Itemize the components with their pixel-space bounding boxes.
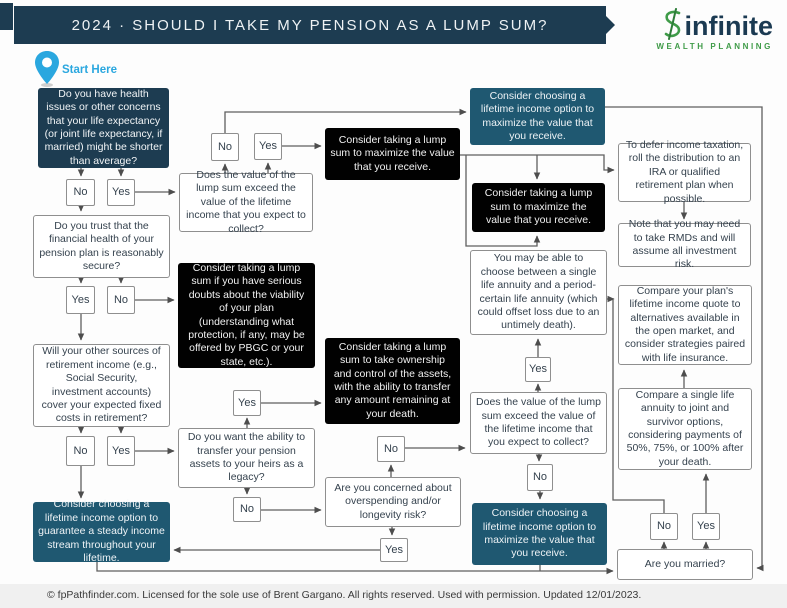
question-married: Are you married? [617,549,753,580]
question-overspending: Are you concerned about overspending and… [325,477,461,527]
question-legacy: Do you want the ability to transfer your… [178,428,315,488]
question-health-issues: Do you have health issues or other conce… [38,88,169,168]
answer-no: No [377,436,405,462]
answer-yes: Yes [525,357,551,382]
advice-serious-doubts: Consider taking a lump sum if you have s… [178,262,315,368]
logo: infinite WEALTH PLANNING [656,8,773,51]
answer-no: No [650,513,678,540]
infinite-dollar-icon [664,8,680,40]
advice-maximize-lump-sum-2: Consider taking a lump sum to maximize t… [472,183,605,232]
answer-yes: Yes [107,179,135,206]
advice-maximize-income-top: Consider choosing a lifetime income opti… [470,88,605,145]
answer-yes: Yes [107,436,135,466]
answer-no: No [66,179,95,206]
header-corner-square [0,3,13,30]
question-plan-trust: Do you trust that the financial health o… [33,215,170,278]
question-lump-sum-value-2: Does the value of the lump sum exceed th… [470,392,607,454]
page-title: 2024 · SHOULD I TAKE MY PENSION AS A LUM… [71,16,549,34]
start-pin-icon [35,51,59,87]
answer-no: No [233,497,261,522]
logo-name: infinite [684,11,774,41]
info-defer-taxation: To defer income taxation, roll the distr… [618,139,751,205]
question-other-sources: Will your other sources of retirement in… [33,344,170,427]
start-here-label: Start Here [62,64,117,76]
advice-guarantee-income: Consider choosing a lifetime income opti… [33,498,170,564]
footer-band [0,584,787,608]
advice-maximize-lump-sum-1: Consider taking a lump sum to maximize t… [325,128,460,180]
answer-yes: Yes [692,513,720,540]
advice-maximize-income-bottom: Consider choosing a lifetime income opti… [472,503,607,565]
info-compare-single-life: Compare a single life annuity to joint a… [618,388,752,470]
answer-yes: Yes [254,133,282,160]
info-compare-plan-quote: Compare your plan's lifetime income quot… [618,285,752,365]
answer-yes: Yes [233,390,261,416]
answer-no: No [211,133,239,161]
answer-no: No [107,286,135,314]
info-rmds: Note that you may need to take RMDs and … [618,218,751,270]
answer-yes: Yes [66,286,95,314]
question-lump-sum-value-1: Does the value of the lump sum exceed th… [179,169,313,235]
answer-yes: Yes [380,538,408,562]
footer-license-text: © fpPathfinder.com. Licensed for the sol… [47,589,642,601]
advice-take-ownership: Consider taking a lump sum to take owner… [325,338,460,424]
title-bar: 2024 · SHOULD I TAKE MY PENSION AS A LUM… [14,6,615,44]
answer-no: No [66,436,95,466]
logo-tagline: WEALTH PLANNING [656,42,773,51]
answer-no: No [527,464,553,491]
info-annuity-choice: You may be able to choose between a sing… [470,250,607,335]
